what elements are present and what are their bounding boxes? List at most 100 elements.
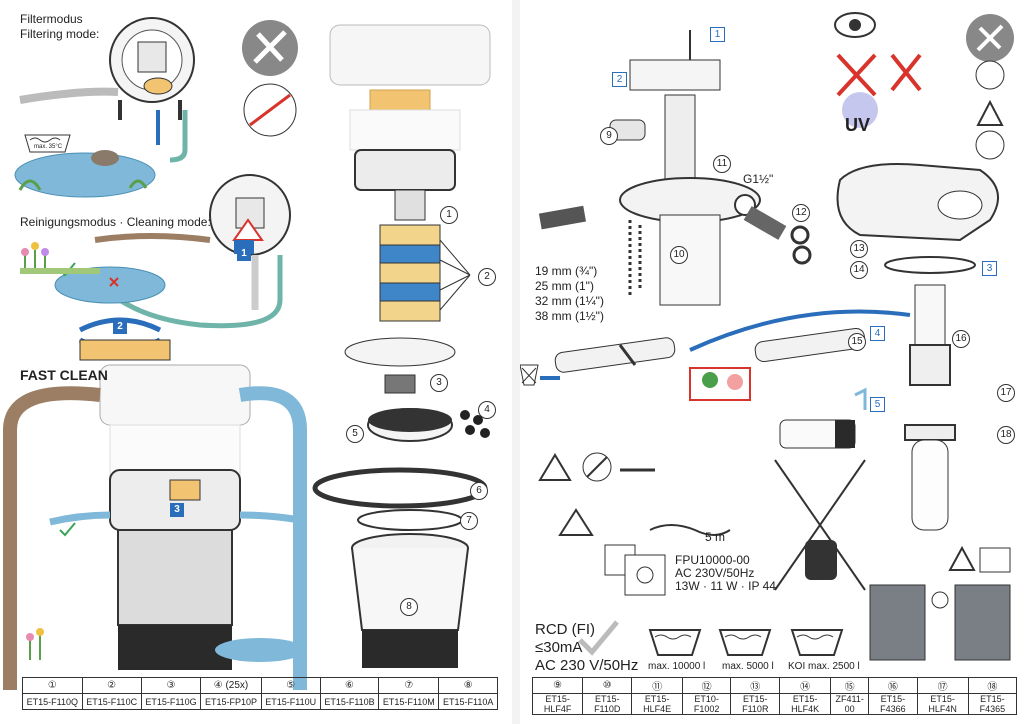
part-code: ET15-HLF4N xyxy=(916,693,969,715)
safety-icons xyxy=(538,452,731,596)
callout-16: 16 xyxy=(952,330,970,348)
info-winter-icons xyxy=(869,545,1011,661)
callout-8: 8 xyxy=(400,598,418,616)
part-code: ZF411-00 xyxy=(830,693,870,715)
page-gutter xyxy=(512,0,520,724)
part-number: ⑦ xyxy=(378,677,440,694)
callout-11: 11 xyxy=(713,155,731,173)
part-number: ⑥ xyxy=(319,677,380,694)
cleaning-mode-title: Reinigungsmodus · Cleaning mode: xyxy=(20,215,211,229)
part-number: ③ xyxy=(140,677,202,694)
pond-volume-label: KOI max. 2500 l xyxy=(788,661,860,672)
part-code: ET15-HLF4F xyxy=(531,693,584,715)
step-1-marker: 1 xyxy=(237,247,251,261)
part-number: ④ (25x) xyxy=(200,677,262,694)
model-label: FPU10000-00 xyxy=(675,553,750,567)
step-3-marker: 3 xyxy=(982,261,997,276)
rcd-supply-label: AC 230 V/50Hz xyxy=(535,657,639,674)
part-code: ET15-F4366 xyxy=(868,693,918,715)
step-2-marker: 2 xyxy=(113,320,127,334)
part-number: ⑮ xyxy=(830,677,870,694)
pond-volume-label: max. 10000 l xyxy=(648,661,706,672)
part-code: ET15-FP10P xyxy=(200,693,262,710)
fast-clean-title: FAST CLEAN xyxy=(20,367,108,383)
part-code: ET15-F110U xyxy=(260,693,321,710)
uv-housing-diagram xyxy=(836,163,999,274)
callout-3: 3 xyxy=(430,374,448,392)
part-number: ⑫ xyxy=(682,677,732,694)
part-code: ET15-F110M xyxy=(378,693,440,710)
pond-capacity-icons xyxy=(578,620,844,656)
part-number: ⑰ xyxy=(916,677,969,694)
part-code: ET15-F110G xyxy=(140,693,202,710)
supply-label: AC 230V/50Hz xyxy=(675,566,755,580)
part-number: ⑨ xyxy=(531,677,584,694)
temperature-icon xyxy=(24,134,71,153)
part-number: ⑩ xyxy=(582,677,633,694)
part-code: ET15-HLF4E xyxy=(631,693,684,715)
cable-length-label: 5 m xyxy=(705,530,726,544)
callout-14: 14 xyxy=(850,261,868,279)
right-page: G1½" 19 mm (¾") 25 mm (1") 32 mm (1¼") 3… xyxy=(520,0,1024,724)
pond-volume-label: max. 5000 l xyxy=(722,661,774,672)
pond-illustration xyxy=(14,150,156,198)
step-4-marker: 4 xyxy=(870,326,885,341)
hose-size-25: 25 mm (1") xyxy=(535,279,594,293)
part-code: ET15-F110Q xyxy=(22,693,83,710)
rcd-label: RCD (FI) xyxy=(535,621,595,638)
temperature-label: max. 35°C xyxy=(34,144,63,150)
hose-size-32: 32 mm (1¼") xyxy=(535,294,604,308)
part-code: ET15-F110B xyxy=(319,693,380,710)
part-number: ⑤ xyxy=(260,677,321,694)
callout-13: 13 xyxy=(850,240,868,258)
callout-12: 12 xyxy=(792,204,810,222)
rcd-current-label: ≤30mA xyxy=(535,639,583,656)
part-number: ⑭ xyxy=(779,677,832,694)
part-code: ET15-F4365 xyxy=(967,693,1018,715)
garden-pond-illustration xyxy=(20,242,166,304)
fast-clean-filter-diagram xyxy=(3,339,307,690)
step-3-marker: 3 xyxy=(170,503,184,517)
parts-table-right: ⑨ ⑩ ⑪ ⑫ ⑬ ⑭ ⑮ ⑯ ⑰ ⑱ ET15-HLF4F ET15-F110… xyxy=(531,677,1018,715)
hose-size-19: 19 mm (¾") xyxy=(535,264,598,278)
callout-4: 4 xyxy=(478,401,496,419)
left-illustrations xyxy=(3,17,491,690)
tool-icons xyxy=(242,20,298,137)
right-illustrations xyxy=(520,12,1014,661)
part-number: ⑯ xyxy=(868,677,918,694)
step-5-marker: 5 xyxy=(870,397,885,412)
exploded-filter-view xyxy=(329,24,491,221)
part-number: ⑬ xyxy=(730,677,781,694)
filter-components xyxy=(344,337,490,442)
quartz-tube-diagram xyxy=(904,284,956,531)
tool-icons xyxy=(966,14,1014,160)
callout-2: 2 xyxy=(478,268,496,286)
filter-valve-diagram xyxy=(19,17,195,163)
callout-9: 9 xyxy=(600,127,618,145)
part-number: ⑧ xyxy=(438,677,498,694)
filter-mode-title-de: Filtermodus xyxy=(20,12,83,26)
uv-label: UV xyxy=(845,115,871,135)
lid-assembly-diagram xyxy=(538,30,812,306)
uv-lamp-diagram xyxy=(520,309,911,449)
callout-10: 10 xyxy=(670,246,688,264)
step-1-marker: 1 xyxy=(710,27,725,42)
part-number: ② xyxy=(81,677,142,694)
callout-7: 7 xyxy=(460,512,478,530)
foam-filter-stack xyxy=(379,224,471,322)
parts-table-left: ① ② ③ ④ (25x) ⑤ ⑥ ⑦ ⑧ ET15-F110Q ET15-F1… xyxy=(22,677,498,710)
part-code: ET15-F110C xyxy=(81,693,142,710)
step-2-marker: 2 xyxy=(612,72,627,87)
callout-5: 5 xyxy=(346,425,364,443)
filter-mode-title-en: Filtering mode: xyxy=(20,27,100,41)
part-code: ET10-F1002 xyxy=(682,693,732,715)
part-code: ET15-F110A xyxy=(438,693,498,710)
thread-size-label: G1½" xyxy=(743,172,774,186)
callout-17: 17 xyxy=(997,384,1015,402)
part-code: ET15-F110R xyxy=(730,693,781,715)
part-code: ET15-F110D xyxy=(582,693,633,715)
callout-15: 15 xyxy=(848,333,866,351)
hose-size-38: 38 mm (1½") xyxy=(535,309,604,323)
callout-18: 18 xyxy=(997,426,1015,444)
